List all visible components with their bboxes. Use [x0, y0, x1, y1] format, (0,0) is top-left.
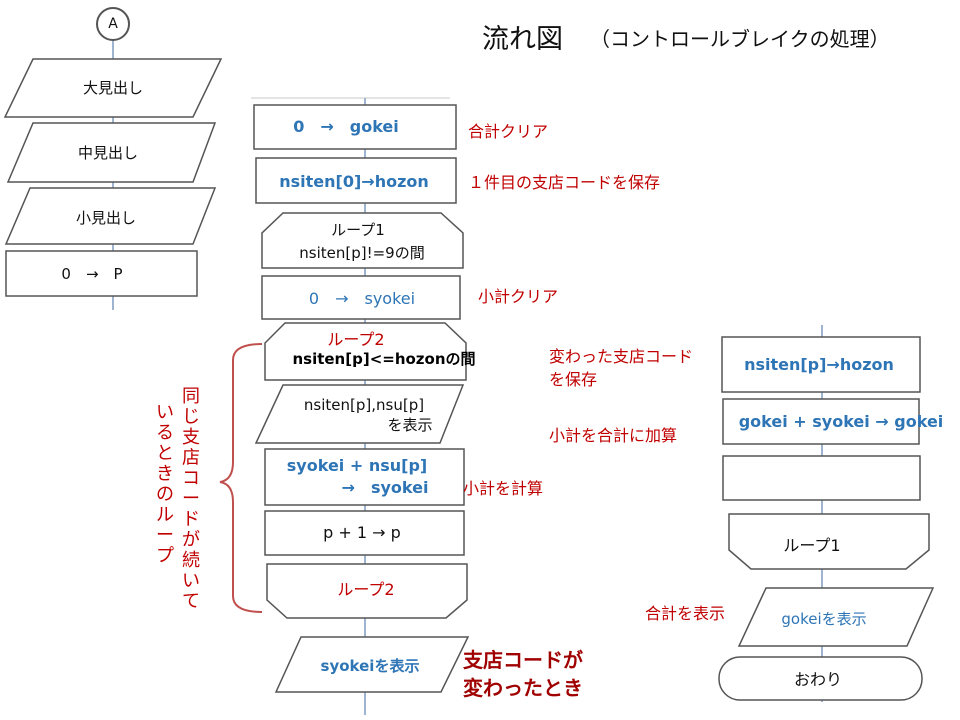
add-total-box	[722, 398, 920, 445]
loop2-start-shape	[264, 322, 467, 381]
loop1-start-label-2: nsiten[p]!=9の間	[299, 244, 424, 262]
connector-a	[96, 7, 130, 41]
end-terminal	[718, 656, 923, 701]
add-subtotal-box	[264, 448, 465, 506]
heading-small-shape	[4, 187, 217, 245]
init-syokei-label: 0 → syokei	[309, 289, 415, 308]
add-total-label: gokei + syokei → gokei	[739, 412, 944, 431]
end-terminal-label: おわり	[794, 670, 842, 689]
save-first-branch-label: nsiten[0]→hozon	[279, 172, 429, 191]
display-record-label-1: nsiten[p],nsu[p]	[304, 396, 424, 414]
init-syokei-box	[261, 275, 461, 320]
annotation-same-branch-line1: 同じ支店コードが続いて	[182, 386, 200, 612]
annotation-changed-save-2: を保存	[549, 370, 597, 389]
display-subtotal-shape	[274, 636, 470, 693]
loop1-start-shape	[261, 212, 464, 269]
heading-small-label: 小見出し	[76, 209, 136, 227]
add-subtotal-label-1: syokei + nsu[p]	[287, 456, 427, 475]
display-record-label-2: を表示	[387, 416, 432, 434]
annotation-show-total: 合計を表示	[645, 604, 725, 623]
display-total-label: gokeiを表示	[781, 610, 866, 628]
annotation-branch-changed-2: 変わったとき	[463, 676, 583, 700]
annotation-same-branch-line2: いるときのループ	[156, 402, 174, 567]
annotation-branch-changed-1: 支店コードが	[463, 648, 583, 672]
diagram-title: 流れ図	[482, 24, 563, 55]
loop1-start-label-1: ループ1	[331, 221, 385, 239]
annotation-calc-subtotal: 小計を計算	[463, 479, 543, 498]
annotation-syokei-clear: 小計クリア	[478, 287, 558, 306]
increment-p-box	[264, 510, 465, 556]
save-first-branch-box	[255, 157, 457, 204]
annotation-save-first: １件目の支店コードを保存	[468, 173, 660, 192]
empty-process-box	[722, 455, 921, 501]
display-total-shape	[737, 587, 935, 647]
display-record-shape	[254, 384, 465, 444]
heading-large-label: 大見出し	[83, 79, 143, 97]
increment-p-label: p + 1 → p	[323, 523, 401, 542]
display-subtotal-label: syokeiを表示	[321, 657, 420, 675]
annotation-changed-save-1: 変わった支店コード	[549, 347, 693, 366]
loop2-end-shape	[266, 563, 468, 619]
init-p-box	[5, 250, 198, 297]
add-subtotal-label-2: → syokei	[342, 478, 429, 497]
heading-large-shape	[3, 58, 223, 118]
annotation-gokei-clear: 合計クリア	[468, 122, 548, 141]
loop2-start-label-1: ループ2	[327, 330, 384, 349]
save-changed-branch-label: nsiten[p]→hozon	[744, 355, 894, 374]
init-gokei-box	[253, 104, 457, 150]
annotation-add-total: 小計を合計に加算	[549, 426, 677, 445]
loop1-end-shape	[728, 513, 930, 570]
loop2-end-label: ループ2	[337, 580, 394, 599]
connector-a-label: A	[108, 16, 118, 32]
init-gokei-label: 0 → gokei	[293, 117, 399, 136]
heading-medium-shape	[6, 122, 217, 183]
save-changed-branch-box	[721, 336, 921, 393]
diagram-subtitle: （コントロールブレイクの処理）	[590, 27, 890, 51]
heading-medium-label: 中見出し	[78, 144, 138, 162]
loop1-end-label: ループ1	[783, 536, 840, 555]
loop2-start-label-2: nsiten[p]<=hozonの間	[292, 350, 475, 368]
loop2-brace	[219, 343, 263, 613]
init-p-label: 0 → P	[61, 265, 122, 283]
